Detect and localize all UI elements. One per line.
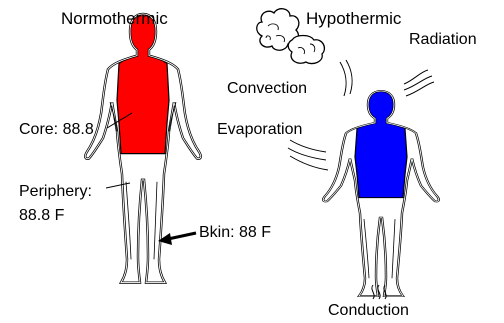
normothermic-title: Normothermic	[61, 10, 168, 28]
arrow-icon	[158, 233, 196, 245]
periphery-label: Periphery:	[19, 183, 92, 201]
conduction-label: Conduction	[328, 302, 409, 320]
radiation-label: Radiation	[409, 31, 477, 49]
core-temperature-label: Core: 88.8	[19, 121, 94, 139]
skin-temperature-label: Bkin: 88 F	[199, 224, 271, 242]
hypothermic-title: Hypothermic	[306, 10, 401, 28]
normothermic-figure	[85, 14, 200, 283]
right-core-region	[355, 91, 407, 198]
left-core-region	[117, 14, 169, 154]
evaporation-label: Evaporation	[217, 121, 302, 139]
hypothermic-figure	[323, 91, 438, 296]
convection-label: Convection	[227, 80, 307, 98]
periphery-temperature-label: 88.8 F	[19, 207, 64, 225]
